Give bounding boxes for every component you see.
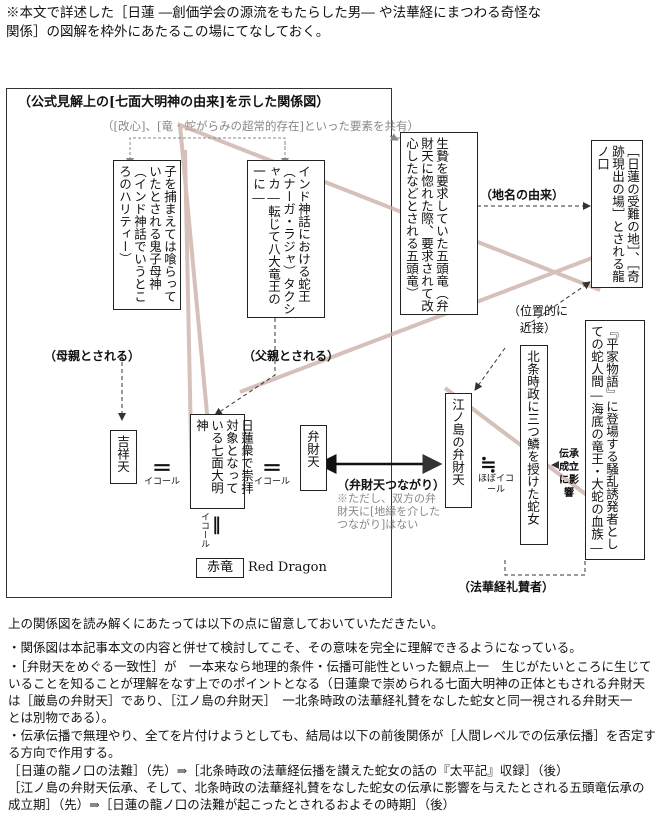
benzaiten-link-note-line-2: 財天に[地縁を介した	[337, 505, 441, 518]
body-sequence-1: ［日蓮の龍ノ口の法難］（先）⇒［北条時政の法華経伝播を讃えた蛇女の話の『太平記』…	[8, 763, 569, 778]
body-point-2: ・［弁財天をめぐる一致性］が 一本来なら地理的条件・伝播可能性といった観点上一 …	[8, 659, 652, 725]
body-point-1: ・関係図は本記事本文の内容と併せて検討してこそ、その意味を完全に理解できるように…	[8, 640, 582, 655]
box-five-dragons: 生贄を要求していた五頭竜（弁財天に惚れた際、要求されて改心したなどとされる五頭竜…	[400, 132, 478, 315]
frame-title: （公式見解上の[七面大明神の由来]を示した関係図）	[16, 91, 332, 110]
hojo-snake-text: 北条時政に三つ鱗を授けた蛇女	[525, 350, 540, 525]
approx-sign: ≒	[480, 452, 497, 476]
shichimen-text: 日蓮衆で崇拝対象となっている七面大明神	[194, 419, 254, 494]
box-red-dragon: 赤竜	[196, 558, 244, 578]
body-point-3: ・伝承伝播で無理やり、全てを片付けようとしても、結局は以下の前後関係が［人間レベ…	[8, 728, 656, 760]
box-hojo-snake: 北条時政に三つ鱗を授けた蛇女	[520, 345, 548, 545]
approx-word: ほぼイコール	[477, 474, 514, 495]
box-enoshima: 江ノ島の弁財天	[445, 393, 472, 508]
red-dragon-jp: 赤竜	[206, 560, 233, 575]
box-shichimen: 日蓮衆で崇拝対象となっている七面大明神	[190, 414, 254, 509]
equal-sign-1: ＝	[152, 456, 172, 480]
benzaiten-link-note-line-1: ※ただし、双方の弁	[337, 492, 436, 505]
intro-note: ※本文で詳述した［日蓮 ―創価学会の源流をもたらした男― や法華経にまつわる奇怪…	[6, 4, 656, 42]
box-nagaraja: インド神話における蛇王（ナーガ・ラジャ）タクシャカ―転じて八大竜王の一に―	[247, 160, 325, 318]
box-kichijoten: 吉祥天	[110, 430, 137, 484]
equal-vertical-word: イコール	[199, 512, 209, 548]
box-benzaiten: 弁財天	[300, 425, 327, 491]
kichijoten-text: 吉祥天	[115, 435, 130, 473]
label-benzaiten-link: （弁財天つながり）	[337, 478, 446, 492]
five-dragons-text: 生贄を要求していた五頭竜（弁財天に惚れた際、要求されて改心したなどとされる五頭竜…	[404, 137, 449, 312]
enoshima-text: 江ノ島の弁財天	[450, 398, 465, 486]
equal-sign-2: ＝	[262, 456, 282, 480]
red-dragon-en: Red Dragon	[248, 560, 327, 575]
kishimojin-text: 子を捕まえては喰らっていたとされる鬼子母神（インド神話でいうところのハリティー）	[117, 165, 177, 303]
box-tatsunokuchi: ［日蓮の受難の地］、［奇跡現出の場］とされる龍ノ口	[591, 140, 643, 288]
box-heike: 『平家物語』に登場する騒乱誘発者としての蛇人間―海底の竜王・大蛇の血族―	[585, 320, 645, 560]
benzaiten-link-note-line-3: つながり]はない	[337, 518, 419, 531]
label-proximity: （位置的に近接）	[508, 304, 569, 335]
label-father: （父親とされる）	[243, 349, 340, 363]
benzaiten-text: 弁財天	[305, 430, 320, 468]
equal-word-1: イコール	[144, 477, 181, 487]
label-hokke: （法華経礼賛者）	[458, 580, 555, 594]
equal-vertical-sign: ‖	[212, 514, 221, 535]
tatsunokuchi-text: ［日蓮の受難の地］、［奇跡現出の場］とされる龍ノ口	[595, 145, 640, 283]
label-place-name: （地名の由来）	[480, 188, 565, 202]
box-kishimojin: 子を捕まえては喰らっていたとされる鬼子母神（インド神話でいうところのハリティー）	[113, 160, 181, 310]
nagaraja-text: インド神話における蛇王（ナーガ・ラジャ）タクシャカ―転じて八大竜王の一に―	[251, 165, 311, 315]
diagram-frame	[6, 88, 392, 598]
benzaiten-link-note: ※ただし、双方の弁 財天に[地縁を介した つながり]はない	[337, 492, 440, 531]
intro-line-2: 関係］の図解を枠外にあたるこの場にてなしておく。	[6, 24, 330, 40]
body-intro: 上の関係図を読み解くにあたっては以下の点に留意しておいていただきたい。	[8, 616, 444, 631]
heike-text: 『平家物語』に登場する騒乱誘発者としての蛇人間―海底の竜王・大蛇の血族―	[589, 325, 619, 555]
equal-word-2: イコール	[254, 477, 291, 487]
label-mother: （母親とされる）	[44, 349, 141, 363]
intro-line-1: ※本文で詳述した［日蓮 ―創価学会の源流をもたらした男― や法華経にまつわる奇怪…	[6, 5, 542, 21]
influence-label: 伝承成立に影響	[559, 449, 579, 499]
body-sequence-2: ［江ノ島の弁財天伝承、そして、北条時政の法華経礼賛をなした蛇女の伝承に影響を与え…	[8, 780, 645, 812]
